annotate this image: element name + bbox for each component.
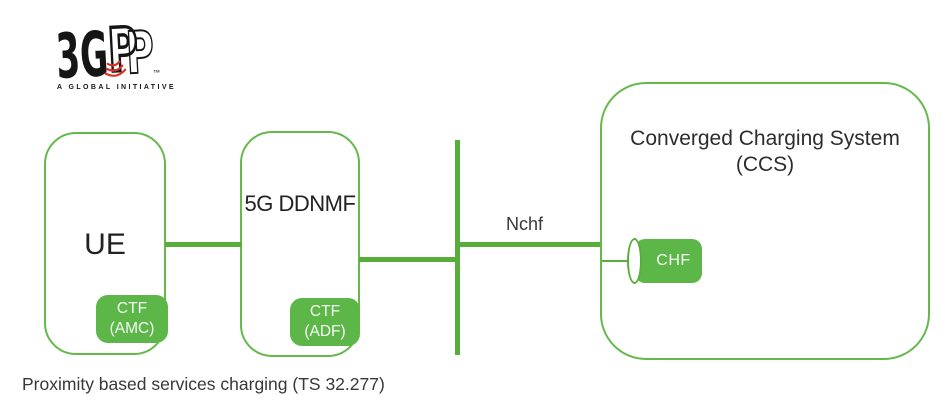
logo-tagline: A GLOBAL INITIATIVE	[57, 84, 176, 91]
connector-ddnmf-bus	[359, 257, 458, 262]
ccs-title: Converged Charging System (CCS)	[602, 126, 928, 178]
diagram-caption: Proximity based services charging (TS 32…	[22, 374, 385, 394]
logo-signal-waves-icon	[104, 60, 127, 77]
ccs-title-line1: Converged Charging System	[630, 127, 900, 150]
chf-node: CHF	[627, 238, 702, 284]
nchf-interface-label: Nchf	[506, 214, 544, 234]
ddnmf-ctf-badge: CTF (ADF)	[290, 298, 360, 346]
ue-ctf-badge-line1: CTF	[116, 300, 148, 317]
connector-ue-ddnmf	[165, 242, 242, 247]
logo-p2-outline: P	[124, 18, 156, 84]
chf-label: CHF	[656, 252, 691, 269]
ddnmf-label: 5G DDNMF	[244, 191, 356, 216]
ccs-internal-link-line	[602, 260, 629, 262]
threegpp-logo-mark: 3G P P ™	[55, 13, 160, 84]
ue-box: UE CTF (AMC)	[44, 132, 168, 355]
ue-ctf-badge-line2: (AMC)	[109, 320, 155, 337]
ddnmf-box: 5G DDNMF CTF (ADF)	[240, 131, 360, 357]
ddnmf-ctf-badge-line1: CTF	[309, 303, 341, 320]
threegpp-logo: 3G P P ™ A GLOBAL INITIATIVE	[55, 12, 175, 102]
ue-ctf-badge: CTF (AMC)	[96, 295, 168, 343]
ccs-box: Converged Charging System (CCS) CHF	[600, 82, 930, 360]
chf-node-body	[635, 239, 702, 283]
ccs-title-line2: (CCS)	[735, 153, 795, 176]
ddnmf-ctf-badge-line2: (ADF)	[304, 323, 346, 340]
ue-label: UE	[84, 228, 126, 261]
logo-trademark: ™	[153, 70, 160, 77]
service-bus-line	[455, 140, 460, 355]
connector-nchf	[458, 242, 601, 247]
logo-3g-text: 3G	[55, 17, 110, 84]
chf-cylinder-icon	[627, 238, 642, 284]
